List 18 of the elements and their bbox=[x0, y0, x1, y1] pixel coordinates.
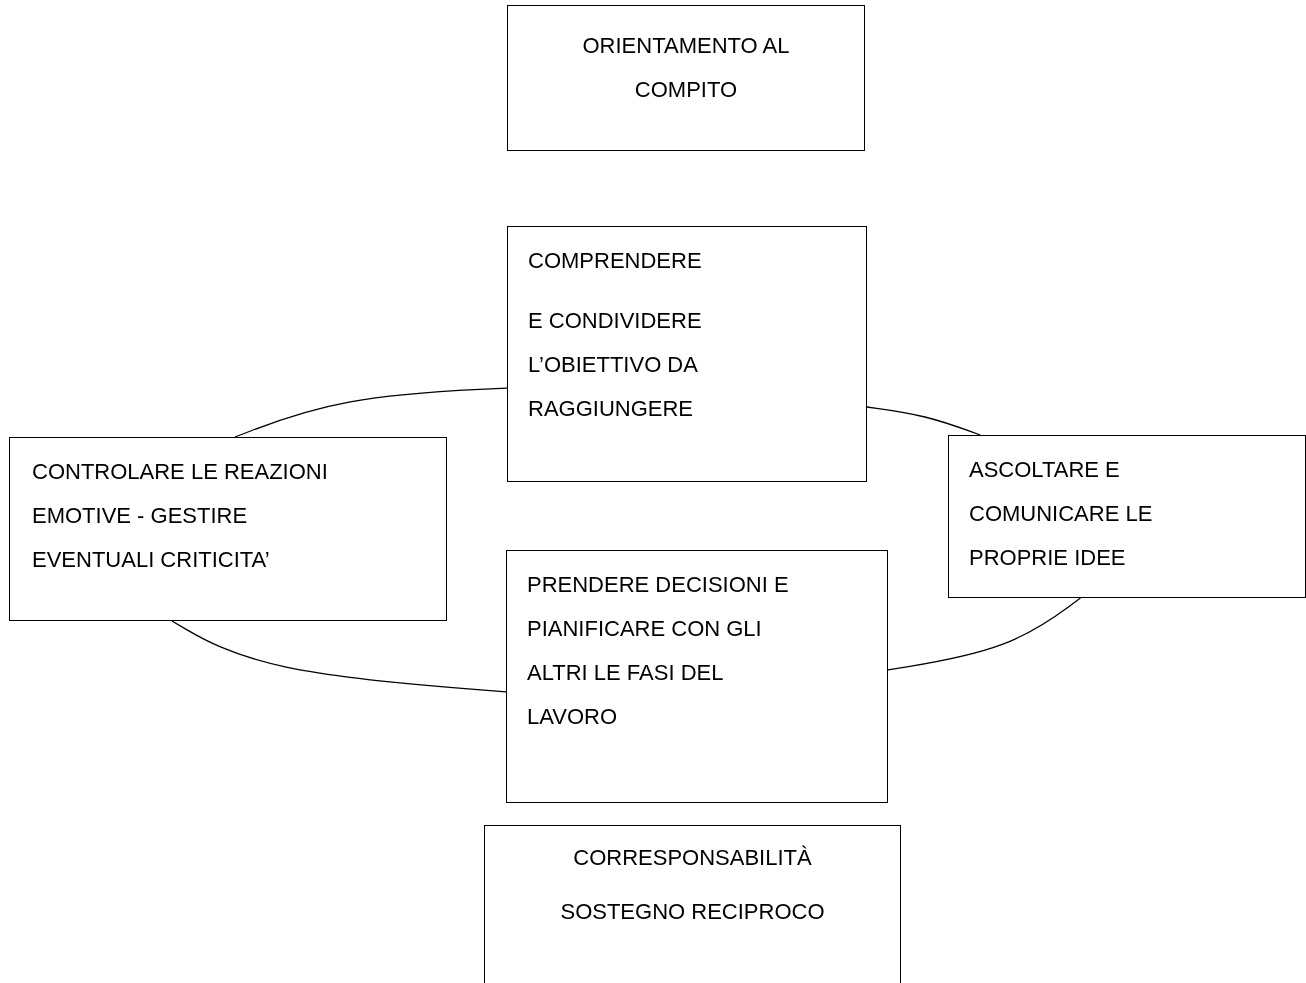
text-box bbox=[484, 825, 901, 983]
connector-arc bbox=[171, 620, 507, 693]
connector-arc bbox=[887, 597, 1082, 671]
text-box bbox=[507, 226, 867, 482]
box-text: E CONDIVIDERE L’OBIETTIVO DA RAGGIUNGERE bbox=[528, 307, 703, 423]
text-box bbox=[9, 437, 447, 621]
box-text: SOSTEGNO RECIPROCO bbox=[559, 898, 826, 926]
connector-arc bbox=[866, 406, 981, 436]
box-text: ASCOLTARE E COMUNICARE LE PROPRIE IDEE bbox=[969, 456, 1154, 572]
box-text: CORRESPONSABILITÀ bbox=[572, 844, 813, 872]
box-text: COMPRENDERE bbox=[528, 247, 703, 275]
connector-arc bbox=[234, 387, 508, 438]
text-box bbox=[507, 5, 865, 151]
text-box bbox=[506, 550, 888, 803]
box-text: PRENDERE DECISIONI E PIANIFICARE CON GLI ALTRI LE FASI DEL LAVORO bbox=[527, 571, 790, 731]
box-text: CONTROLARE LE REAZIONI EMOTIVE - GESTIRE EVENTUALI CRITICITA’ bbox=[32, 458, 329, 574]
text-box bbox=[948, 435, 1306, 598]
box-text: ORIENTAMENTO AL COMPITO bbox=[581, 32, 791, 104]
